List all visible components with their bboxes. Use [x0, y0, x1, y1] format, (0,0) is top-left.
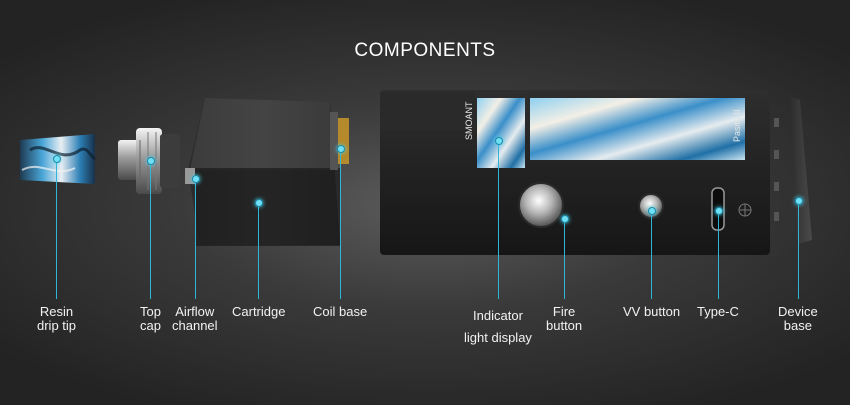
device-body-part: SMOANT Pasito II	[380, 90, 770, 255]
resin-drip-tip-marker-dot	[53, 155, 61, 163]
cartridge-label: Cartridge	[232, 304, 286, 319]
device-base-marker-dot	[795, 197, 803, 205]
type-c-label: Type-C	[697, 304, 739, 319]
cartridge-leader-line	[258, 202, 259, 299]
type-c-leader-line	[718, 210, 719, 299]
vv-button-leader-line	[651, 210, 652, 299]
vv-button-marker-dot	[648, 207, 656, 215]
fire-button-marker-dot	[561, 215, 569, 223]
page-title: COMPONENTS	[354, 40, 496, 61]
airflow-channel-leader-line	[195, 178, 196, 299]
cartridge-part	[185, 98, 349, 246]
model-print: Pasito II	[732, 109, 742, 142]
resin-drip-tip-leader-line	[56, 158, 57, 299]
brand-print: SMOANT	[464, 101, 474, 140]
vv-button-label: VV button	[623, 304, 681, 319]
coil-base-marker-dot	[337, 145, 345, 153]
device-base-part	[774, 96, 812, 244]
top-cap-leader-line	[150, 160, 151, 299]
indicator-light-display-marker-dot	[495, 137, 503, 145]
type-c-marker-dot	[715, 207, 723, 215]
coil-base-label: Coil base	[313, 304, 368, 319]
indicator-light-display-leader-line	[498, 140, 499, 299]
top-cap-marker-dot	[147, 157, 155, 165]
fire-button-leader-line	[564, 218, 565, 299]
airflow-channel-marker-dot	[192, 175, 200, 183]
coil-base-leader-line	[340, 148, 341, 299]
cartridge-marker-dot	[255, 199, 263, 207]
device-base-leader-line	[798, 200, 799, 299]
